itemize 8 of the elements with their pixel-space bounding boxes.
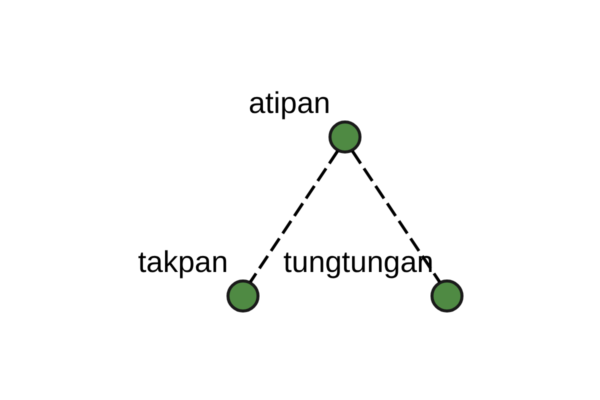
node-label: tungtungan [283, 246, 434, 279]
node-label: atipan [248, 87, 330, 120]
node-label: takpan [138, 246, 228, 279]
connector [249, 150, 339, 283]
node-circle [430, 280, 464, 312]
node-circle [226, 280, 260, 312]
connector [351, 150, 441, 283]
node-circle [328, 120, 362, 154]
